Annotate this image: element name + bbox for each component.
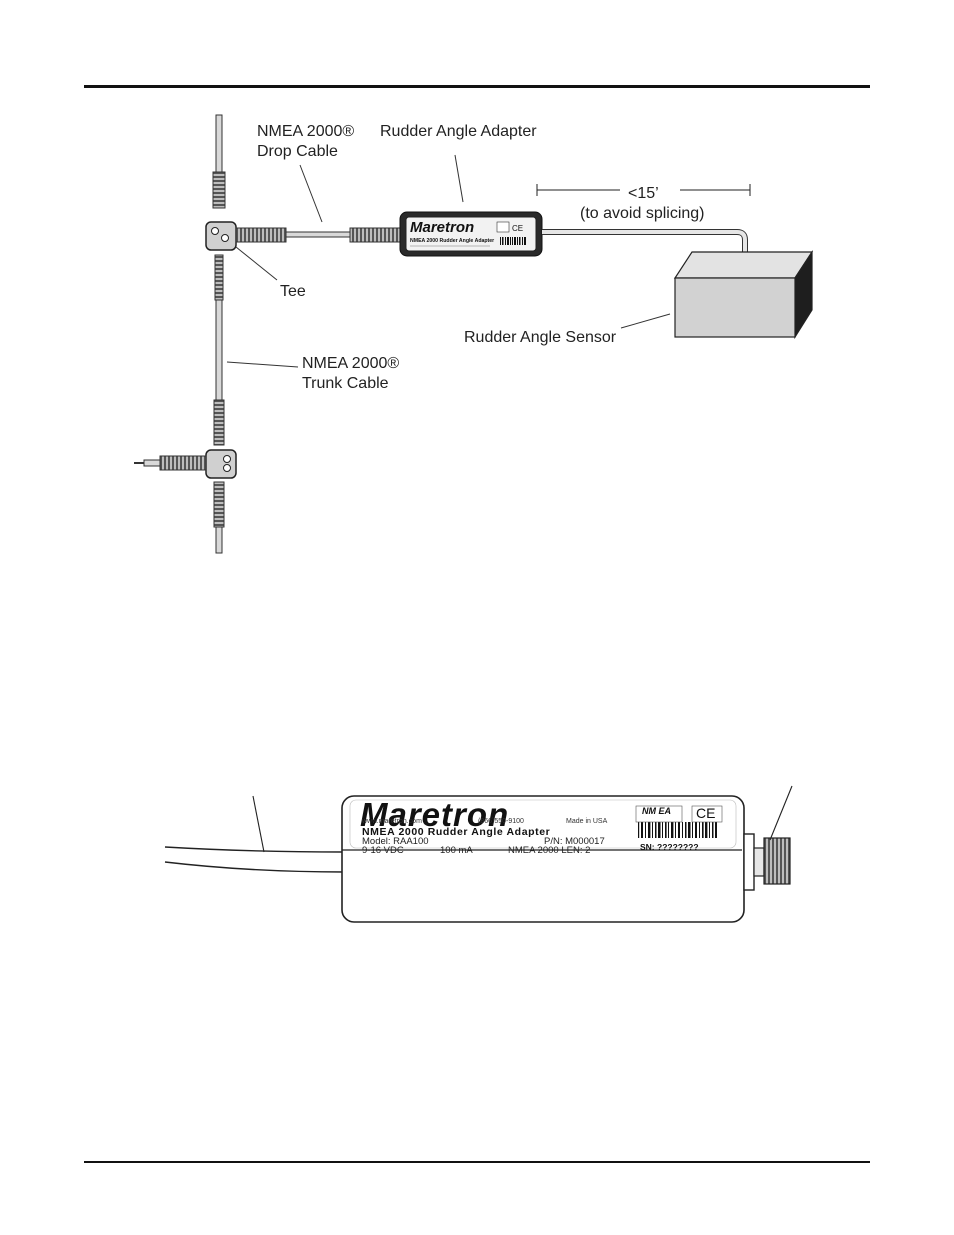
drop-cable-label: NMEA 2000® Drop Cable [257,122,354,162]
header-rule [84,85,870,88]
lower-tee [134,449,237,479]
trunk-cable [212,114,226,554]
sensor-cable [542,229,748,262]
device-current: 100 mA [440,845,473,856]
small-adapter-title: NMEA 2000 Rudder Angle Adapter [410,238,494,244]
trunk-cable-label: NMEA 2000® Trunk Cable [302,354,399,394]
adapter-device [164,795,791,923]
device-brand: Maretron [360,796,510,833]
device-voltage: 9-16 VDC [362,845,404,856]
leader-lines [226,154,671,368]
device-title: NMEA 2000 Rudder Angle Adapter [362,826,551,838]
distance-marker [536,184,751,196]
tee-label: Tee [280,283,306,300]
device-website: www.maretron.com [362,818,422,825]
drop-cable-label-line1: NMEA 2000® [257,123,355,140]
device-model: Model: RAA100 [362,836,429,847]
drop-cable [285,227,401,243]
rudder-angle-sensor [673,249,814,340]
distance-label: <15’ [628,185,659,202]
small-adapter-brand: Maretron [410,219,474,236]
device-leader-lines [252,785,793,853]
ce-mark: CE [696,805,716,821]
nmea-logo: NM EA [642,806,671,816]
device-part-number: P/N: M000017 [544,836,605,847]
device-len: NMEA 2000 LEN: 2 [508,845,591,856]
adapter-label: Rudder Angle Adapter [380,123,537,140]
device-serial: SN: ???????? [640,842,699,852]
drop-cable-label-line2: Drop Cable [257,143,338,160]
distance-note: (to avoid splicing) [580,205,705,222]
footer-rule [84,1161,870,1163]
trunk-cable-label-line1: NMEA 2000® [302,355,400,372]
svg-text:CE: CE [512,224,523,233]
sensor-label: Rudder Angle Sensor [464,329,617,346]
trunk-cable-label-line2: Trunk Cable [302,375,389,392]
device-made-in: Made in USA [566,818,608,825]
small-adapter: Maretron NMEA 2000 Rudder Angle Adapter … [399,211,543,257]
device-phone: (866)550-9100 [478,818,524,825]
upper-tee [205,221,287,251]
